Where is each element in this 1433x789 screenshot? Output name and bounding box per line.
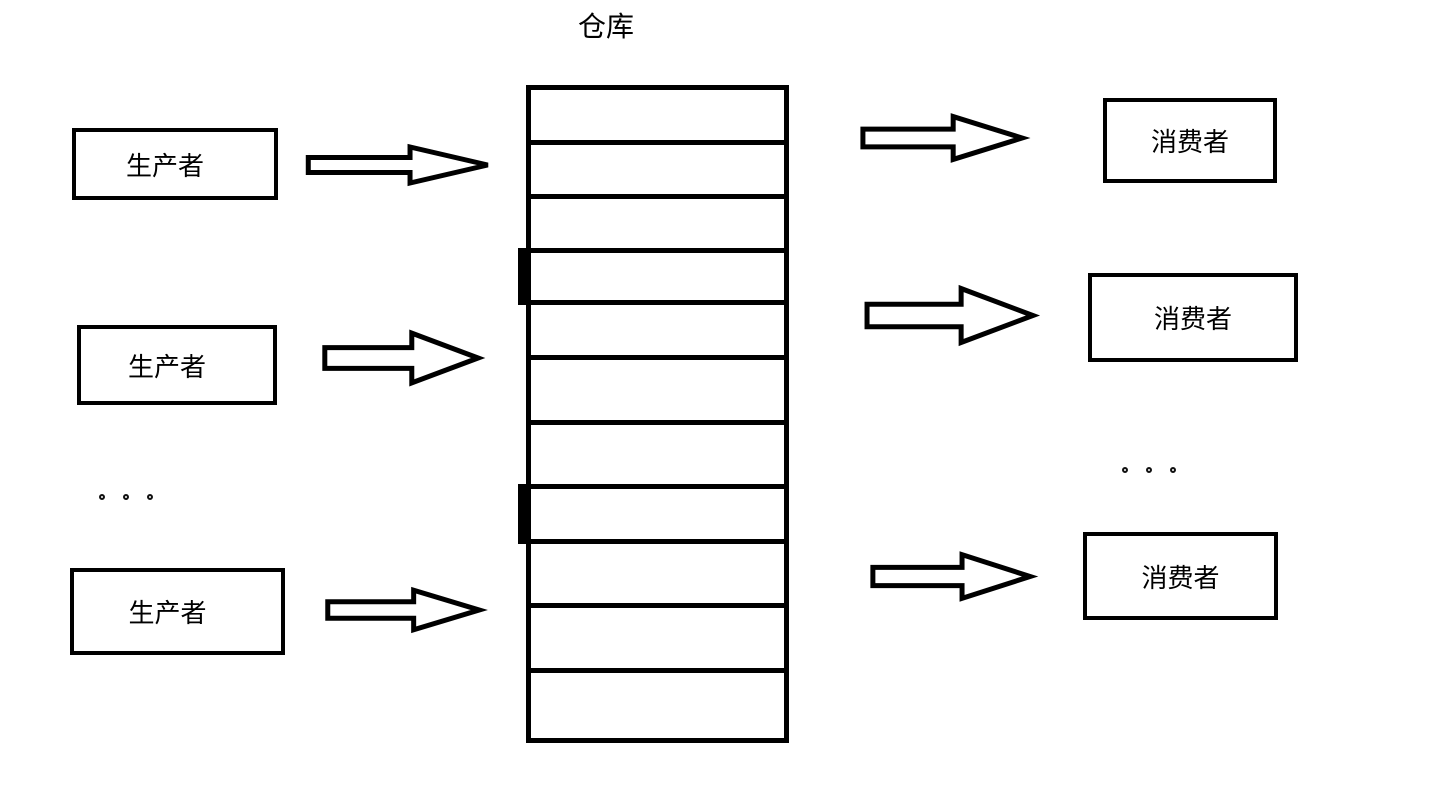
- producer-box-3: 生产者: [70, 568, 285, 655]
- ellipsis-dot-icon: [1170, 467, 1176, 473]
- warehouse-slot-8: [518, 484, 789, 544]
- consumer-label-1: 消费者: [1150, 128, 1229, 158]
- producer-label-1: 生产者: [125, 151, 204, 182]
- warehouse-slot-2: [526, 140, 789, 199]
- warehouse-slot-3: [526, 194, 789, 253]
- right-arrow-icon: [305, 144, 491, 186]
- warehouse-buffer: [518, 85, 789, 743]
- consumer-box-1: 消费者: [1103, 98, 1277, 183]
- ellipsis-dot-icon: [147, 494, 153, 500]
- consumers-ellipsis: [1122, 467, 1176, 473]
- ellipsis-dot-icon: [123, 494, 129, 500]
- right-arrow-icon: [860, 113, 1025, 163]
- right-arrow-icon: [325, 587, 482, 633]
- producer-label-2: 生产者: [127, 352, 206, 383]
- consumer-label-2: 消费者: [1153, 305, 1232, 335]
- ellipsis-dot-icon: [99, 494, 105, 500]
- consumer-label-3: 消费者: [1141, 563, 1220, 594]
- right-arrow-icon: [322, 329, 481, 387]
- warehouse-slot-9: [526, 539, 789, 608]
- warehouse-slot-1: [526, 85, 789, 145]
- consumer-box-2: 消费者: [1088, 273, 1298, 362]
- producer-box-2: 生产者: [77, 325, 277, 405]
- right-arrow-icon: [870, 551, 1033, 602]
- warehouse-title: 仓库: [578, 10, 635, 43]
- ellipsis-dot-icon: [1122, 467, 1128, 473]
- ellipsis-dot-icon: [1146, 467, 1152, 473]
- producers-ellipsis: [99, 494, 153, 500]
- right-arrow-icon: [864, 284, 1036, 347]
- warehouse-slot-7: [526, 420, 789, 489]
- warehouse-slot-6: [526, 355, 789, 425]
- warehouse-slot-4: [518, 248, 789, 305]
- consumer-box-3: 消费者: [1083, 532, 1278, 620]
- warehouse-slot-10: [526, 603, 789, 673]
- warehouse-slot-11: [526, 668, 789, 743]
- producer-box-1: 生产者: [72, 128, 278, 200]
- producer-label-3: 生产者: [128, 599, 207, 629]
- warehouse-slot-5: [526, 300, 789, 360]
